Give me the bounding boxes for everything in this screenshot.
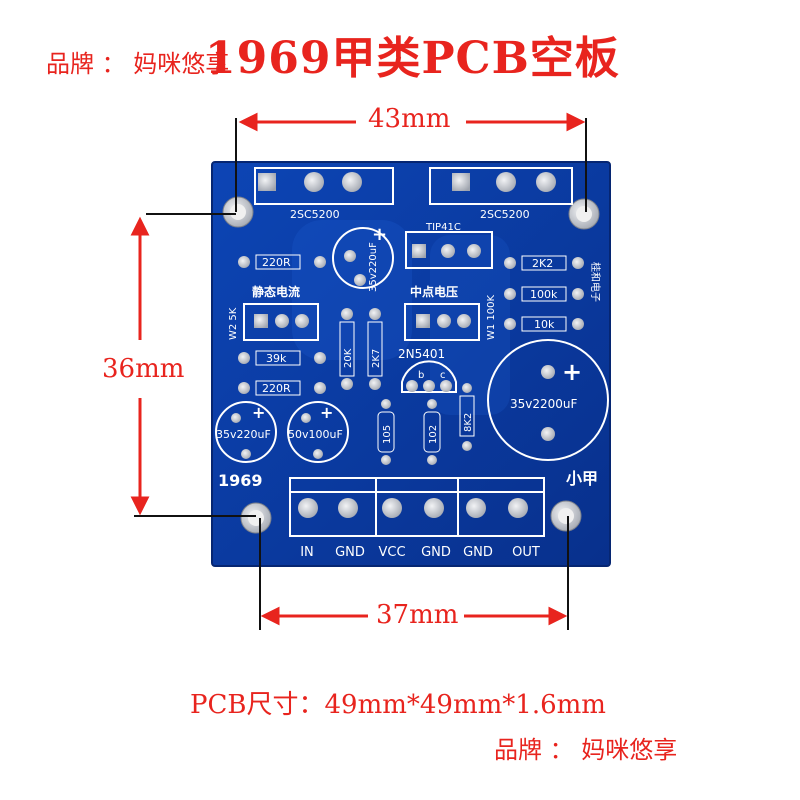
svg-text:+: + bbox=[320, 403, 333, 422]
silkscreen-w1: W1 100K bbox=[486, 294, 497, 340]
silkscreen-mid: 中点电压 bbox=[410, 284, 458, 299]
svg-text:c: c bbox=[440, 370, 446, 381]
silkscreen-r39k: 39k bbox=[266, 352, 287, 365]
silkscreen-cbig: 35v2200uF bbox=[510, 397, 578, 411]
silkscreen-r2k7: 2K7 bbox=[371, 349, 382, 368]
pin-label: GND bbox=[421, 545, 451, 560]
silkscreen-1969: 1969 bbox=[218, 471, 263, 490]
capacitor-big bbox=[487, 339, 609, 461]
svg-text:+: + bbox=[372, 224, 387, 245]
silkscreen-r100k: 100k bbox=[530, 288, 558, 301]
brand-label-bottom: 品牌 ： 妈咪悠享 bbox=[494, 736, 678, 764]
silkscreen-cleft: 35v220uF bbox=[216, 428, 271, 441]
silkscreen-r10k: 10k bbox=[534, 318, 555, 331]
silkscreen-pnp: 2N5401 bbox=[398, 347, 445, 361]
pin-label: OUT bbox=[512, 545, 540, 560]
silkscreen-tip: TIP41C bbox=[425, 222, 461, 233]
silkscreen-r20k: 20K bbox=[343, 348, 354, 368]
silkscreen-c105: 105 bbox=[382, 425, 393, 444]
silkscreen-r8k2: 8K2 bbox=[463, 413, 474, 432]
silkscreen-cmid: 50v100uF bbox=[288, 428, 343, 441]
page-title: 1969甲类PCB空板 bbox=[205, 33, 620, 84]
dimension-width-bottom: 37mm bbox=[370, 600, 465, 630]
pin-label: GND bbox=[463, 545, 493, 560]
svg-text:+: + bbox=[252, 403, 265, 422]
silkscreen-r220t: 220R bbox=[262, 256, 291, 269]
dimension-width-top: 43mm bbox=[362, 104, 457, 134]
silkscreen-ctop: 35v220uF bbox=[368, 242, 379, 292]
silkscreen-xiaojia: 小甲 bbox=[566, 469, 598, 488]
silkscreen-tr: 2SC5200 bbox=[480, 208, 530, 221]
silkscreen-w2: W2 5K bbox=[228, 307, 239, 340]
brand-label-top: 品牌 ： 妈咪悠享 bbox=[46, 50, 230, 78]
silkscreen-r2k2: 2K2 bbox=[532, 257, 553, 270]
silkscreen-c102: 102 bbox=[428, 425, 439, 444]
silkscreen-side: 桂和电子 bbox=[589, 262, 602, 302]
pin-label: IN bbox=[300, 545, 314, 560]
silkscreen-r220b: 220R bbox=[262, 382, 291, 395]
pcb-size-label: PCB尺寸：49mm*49mm*1.6mm bbox=[190, 690, 606, 720]
capacitor-top bbox=[332, 227, 394, 289]
pin-label: GND bbox=[335, 545, 365, 560]
pin-label: VCC bbox=[378, 545, 405, 560]
silkscreen-static: 静态电流 bbox=[252, 284, 300, 299]
svg-text:b: b bbox=[418, 370, 424, 381]
silkscreen-tl: 2SC5200 bbox=[290, 208, 340, 221]
svg-text:+: + bbox=[562, 358, 582, 386]
dimension-height-left: 36mm bbox=[96, 354, 191, 384]
